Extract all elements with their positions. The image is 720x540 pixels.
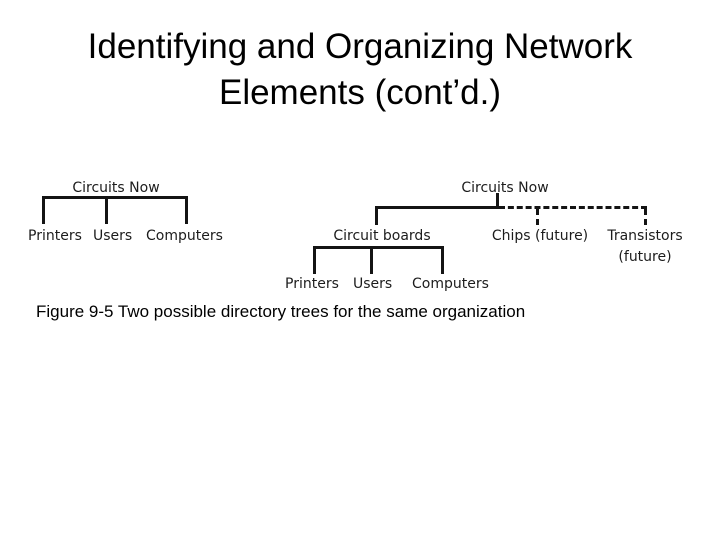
transistors-label-line2: (future) — [618, 249, 672, 265]
right-tree-dashed-connector — [499, 206, 647, 209]
right-tree-root-label: Circuits Now — [461, 180, 549, 196]
right-tree-dashed-drop-chips — [536, 209, 539, 225]
right-tree-grandchild-users: Users — [353, 276, 393, 292]
transistors-label-line1: Transistors — [607, 228, 683, 244]
circuit-boards-horizontal-connector — [313, 246, 444, 249]
left-tree-child-printers: Printers — [28, 228, 82, 244]
right-tree-drop-circuit-boards — [375, 206, 378, 225]
right-tree-solid-connector — [375, 206, 499, 209]
left-tree-horizontal-connector — [42, 196, 188, 199]
circuit-boards-drop-computers — [441, 246, 444, 274]
left-tree-drop-computers — [185, 196, 188, 224]
left-tree-root-label: Circuits Now — [72, 180, 160, 196]
left-tree-drop-users — [105, 196, 108, 224]
slide-title-line2: Elements (cont’d.) — [218, 73, 502, 112]
right-tree-root-drop — [496, 193, 499, 209]
right-tree-child-chips-future: Chips (future) — [491, 228, 589, 244]
right-tree-grandchild-computers: Computers — [412, 276, 489, 292]
left-tree-drop-printers — [42, 196, 45, 224]
right-tree-dashed-drop-transistors — [644, 209, 647, 225]
figure-caption: Figure 9-5 Two possible directory trees … — [36, 302, 526, 321]
right-tree-child-circuit-boards: Circuit boards — [333, 228, 431, 244]
slide-title: Identifying and Organizing Network Eleme… — [0, 24, 720, 116]
circuit-boards-drop-users — [370, 246, 373, 274]
left-tree-child-computers: Computers — [146, 228, 223, 244]
right-tree-child-transistors-future: Transistors (future) — [585, 226, 705, 268]
left-tree-child-users: Users — [93, 228, 133, 244]
slide-title-line1: Identifying and Organizing Network — [87, 27, 633, 66]
circuit-boards-drop-printers — [313, 246, 316, 274]
right-tree-grandchild-printers: Printers — [285, 276, 339, 292]
directory-trees-figure: Circuits Now Printers Users Computers Ci… — [28, 180, 705, 292]
